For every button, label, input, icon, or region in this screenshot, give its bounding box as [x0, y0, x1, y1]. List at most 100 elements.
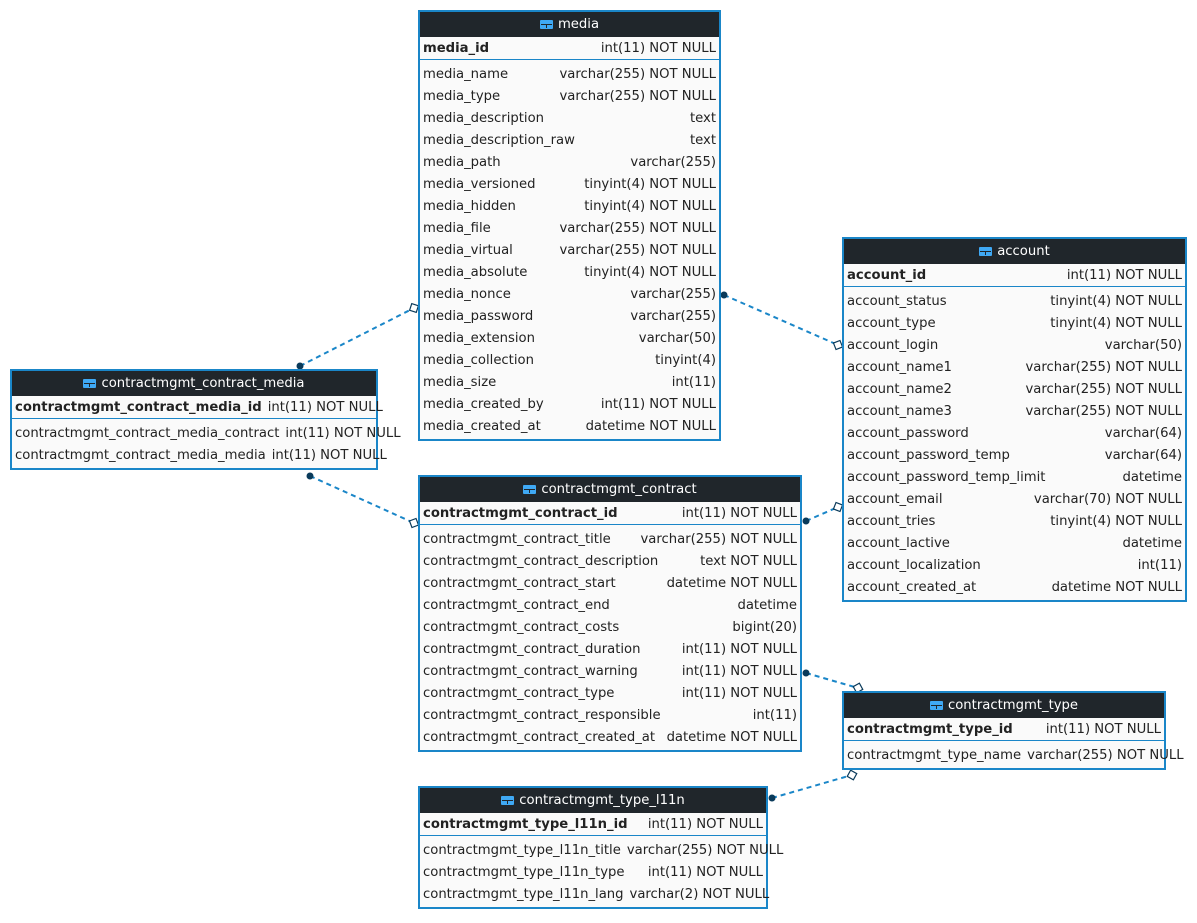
column-type: int(11) NOT NULL: [271, 447, 387, 463]
column-name: contractmgmt_contract_media_media: [15, 447, 266, 463]
table-header[interactable]: contractmgmt_type: [844, 693, 1164, 718]
link-contract-media-to-contract: [306, 472, 420, 529]
table-header[interactable]: account: [844, 239, 1185, 264]
column-name: account_localization: [847, 557, 981, 573]
link-contract-to-account: [802, 501, 844, 525]
link-contract-to-type: [802, 669, 864, 694]
column-type: tinyint(4) NOT NULL: [1050, 293, 1182, 309]
column-type: text: [689, 132, 716, 148]
column-name: account_password_temp: [847, 447, 1010, 463]
column-type: varchar(255) NOT NULL: [1025, 403, 1183, 419]
column-name: contractmgmt_contract_duration: [423, 641, 641, 657]
column-type: int(11): [671, 374, 716, 390]
column-row[interactable]: media_size int(11): [420, 371, 719, 393]
column-type: datetime: [1122, 469, 1182, 485]
column-name: media_description: [423, 110, 544, 126]
column-type: int(11) NOT NULL: [647, 816, 763, 832]
table-icon: [539, 20, 553, 29]
relationship-line: [805, 672, 859, 689]
column-row[interactable]: contractmgmt_contract_description text NO…: [420, 550, 800, 572]
column-type: int(11) NOT NULL: [600, 396, 716, 412]
column-type: text NOT NULL: [700, 553, 797, 569]
column-name: contractmgmt_contract_warning: [423, 663, 638, 679]
column-type: varchar(255) NOT NULL: [559, 242, 717, 258]
column-name: contractmgmt_contract_description: [423, 553, 659, 569]
column-type: tinyint(4) NOT NULL: [584, 198, 716, 214]
column-row[interactable]: contractmgmt_contract_media_media int(11)…: [12, 444, 387, 466]
link-contract-media-to-media: [296, 302, 420, 370]
column-name: account_created_at: [847, 579, 977, 595]
table-header[interactable]: contractmgmt_contract: [420, 477, 800, 502]
table-header[interactable]: contractmgmt_type_l11n: [420, 788, 766, 813]
column-type: varchar(255) NOT NULL: [559, 88, 717, 104]
column-name: media_size: [423, 374, 497, 390]
table-icon: [501, 796, 515, 805]
column-type: tinyint(4) NOT NULL: [1050, 513, 1182, 529]
table-header[interactable]: media: [420, 12, 719, 37]
table-header[interactable]: contractmgmt_contract_media: [12, 371, 376, 396]
